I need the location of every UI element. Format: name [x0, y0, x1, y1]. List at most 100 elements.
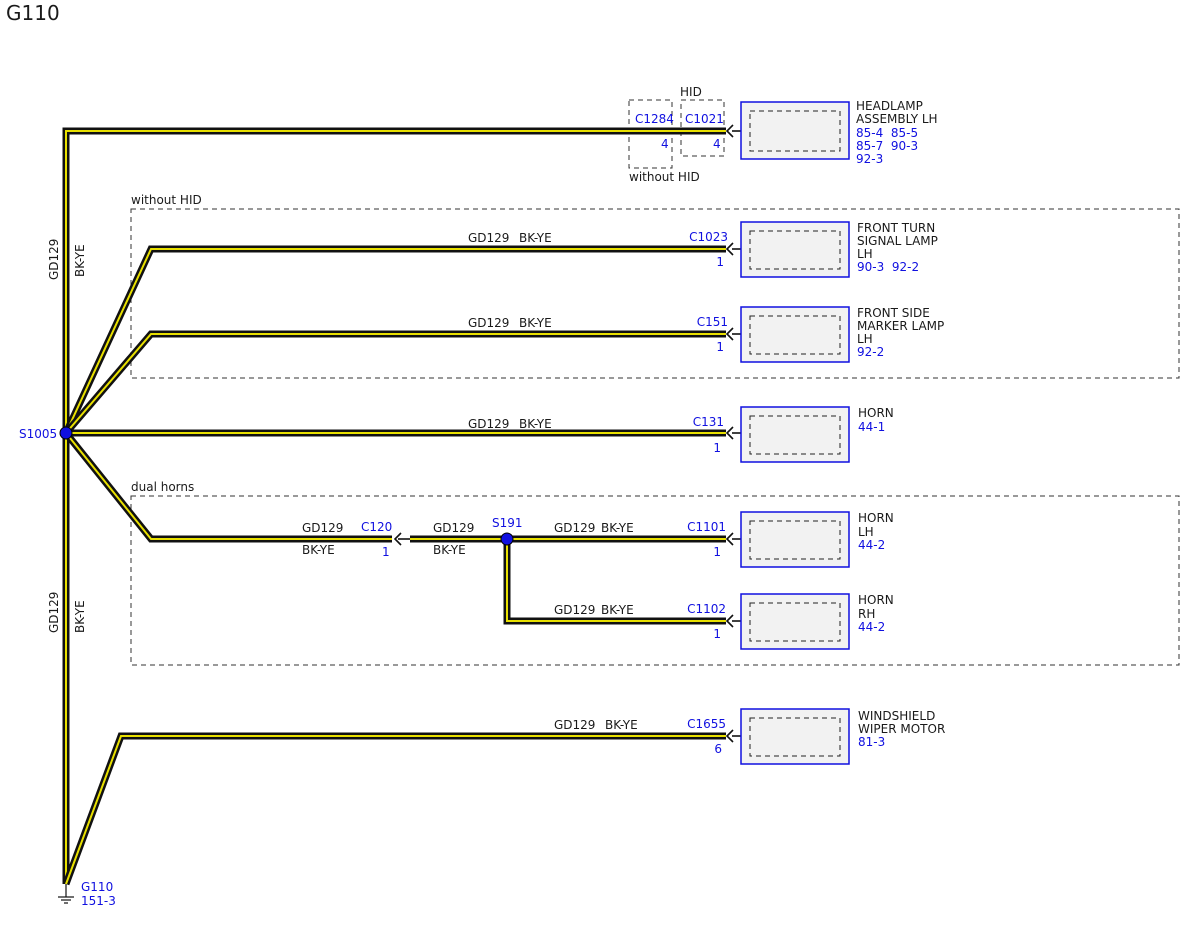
front-turn-name-line-2: SIGNAL LAMP: [857, 234, 938, 248]
connector-c1021-pin: 4: [713, 137, 721, 151]
connector-c1284-pin: 4: [661, 137, 669, 151]
front-side-name-line-1: FRONT SIDE: [857, 306, 930, 320]
wiper-name-line-2: WIPER MOTOR: [858, 722, 945, 736]
component-front-side: [740, 306, 850, 363]
front-side-ref: 92-2: [857, 345, 884, 359]
wiper-wire-code: GD129: [554, 718, 595, 732]
front-side-connector-label: C151: [697, 315, 728, 329]
front-turn-name-line-1: FRONT TURN: [857, 221, 935, 235]
wiper-pin: 6: [714, 742, 722, 756]
horn-lh-pin: 1: [713, 545, 721, 559]
horn-lh-name-line-2: LH: [858, 525, 874, 539]
ground-icon: [58, 884, 74, 904]
connector-mark-c131: [725, 426, 734, 440]
horn-lh-inner-box: [749, 520, 841, 560]
splice-s1005-label: S1005: [19, 427, 57, 441]
splice-s191: [500, 532, 514, 546]
connector-c1021-label: C1021: [685, 112, 724, 126]
diagram-title: G110: [6, 1, 60, 25]
connector-mark-c1102: [725, 614, 734, 628]
front-turn-wire-code: GD129: [468, 231, 509, 245]
front-turn-pin: 1: [716, 255, 724, 269]
horn-wire-color: BK-YE: [519, 417, 552, 431]
connector-c120-label: C120: [361, 520, 392, 534]
connector-box-c1021: [680, 99, 725, 157]
trunk-lower-wire-code: GD129: [47, 592, 61, 633]
horn-rh-wire-code: GD129: [554, 603, 595, 617]
component-headlamp: [740, 101, 850, 160]
front-side-wire-code: GD129: [468, 316, 509, 330]
horn-name-line-1: HORN: [858, 406, 894, 420]
splice-s191-label: S191: [492, 516, 523, 530]
c120-right-wire-code: GD129: [433, 521, 474, 535]
headlamp-ref-line-3: 92-3: [856, 152, 883, 166]
component-front-turn: [740, 221, 850, 278]
connector-c1284-label: C1284: [635, 112, 674, 126]
wiper-connector-label: C1655: [687, 717, 726, 731]
connector-mark-c120: [393, 532, 402, 546]
horn-rh-name-line-1: HORN: [858, 593, 894, 607]
group-label-hid: HID: [680, 85, 702, 99]
component-horn-rh: [740, 593, 850, 650]
ground-ref-label: 151-3: [81, 894, 116, 908]
connector-mark-c1655: [725, 729, 734, 743]
wire-to-c120-core: [65, 432, 392, 540]
wiper-name-line-1: WINDSHIELD: [858, 709, 935, 723]
horn-rh-ref: 44-2: [858, 620, 885, 634]
wiper-ref: 81-3: [858, 735, 885, 749]
wire-wiper-core: [65, 735, 726, 885]
wire-front-turn-core: [65, 248, 726, 434]
connector-mark-c151: [725, 327, 734, 341]
horn-ref: 44-1: [858, 420, 885, 434]
horn-rh-pin: 1: [713, 627, 721, 641]
connector-mark-c1023: [725, 242, 734, 256]
front-side-wire-color: BK-YE: [519, 316, 552, 330]
horn-inner-box: [749, 415, 841, 455]
headlamp-ref-line-2: 85-7 90-3: [856, 139, 918, 153]
horn-rh-inner-box: [749, 602, 841, 642]
wire-front-side-core: [65, 333, 726, 434]
horn-wire-code: GD129: [468, 417, 509, 431]
component-horn: [740, 406, 850, 463]
c120-right-wire-color: BK-YE: [433, 543, 466, 557]
front-turn-inner-box: [749, 230, 841, 270]
front-turn-name-line-3: LH: [857, 247, 873, 261]
splice-s1005: [59, 426, 73, 440]
wire-front-turn: [62, 245, 726, 435]
wire-front-side: [63, 330, 726, 436]
connector-mark-c1101: [725, 532, 734, 546]
front-turn-ref: 90-3 92-2: [857, 260, 919, 274]
ground-id-label: G110: [81, 880, 113, 894]
front-side-pin: 1: [716, 340, 724, 354]
c120-left-wire-color: BK-YE: [302, 543, 335, 557]
headlamp-name-line-1: HEADLAMP: [856, 99, 923, 113]
horn-connector-label: C131: [693, 415, 724, 429]
wires: [62, 127, 726, 886]
wire-s191-to-horn-rh-core: [506, 539, 726, 622]
horn-lh-wire-color: BK-YE: [601, 521, 634, 535]
front-turn-connector-label: C1023: [689, 230, 728, 244]
c120-left-wire-code: GD129: [302, 521, 343, 535]
wire-trunk: [62, 127, 726, 884]
group-box-without-hid: [130, 208, 1180, 379]
front-turn-wire-color: BK-YE: [519, 231, 552, 245]
trunk-upper-wire-code: GD129: [47, 239, 61, 280]
headlamp-inner-box: [749, 110, 841, 152]
horn-lh-ref: 44-2: [858, 538, 885, 552]
horn-pin: 1: [713, 441, 721, 455]
wire-wiper: [62, 732, 726, 886]
horn-rh-name-line-2: RH: [858, 607, 875, 621]
wiper-inner-box: [749, 717, 841, 757]
trunk-lower-wire-color: BK-YE: [73, 600, 87, 633]
front-side-inner-box: [749, 315, 841, 355]
headlamp-name-line-2: ASSEMBLY LH: [856, 112, 938, 126]
group-box-dual-horns: [130, 495, 1180, 666]
group-label-without-hid-connector: without HID: [629, 170, 700, 184]
horn-lh-name-line-1: HORN: [858, 511, 894, 525]
component-wiper: [740, 708, 850, 765]
horn-rh-wire-color: BK-YE: [601, 603, 634, 617]
connector-mark-c1021: [725, 124, 734, 138]
connector-c120-pin: 1: [382, 545, 390, 559]
group-label-without-hid: without HID: [131, 193, 202, 207]
